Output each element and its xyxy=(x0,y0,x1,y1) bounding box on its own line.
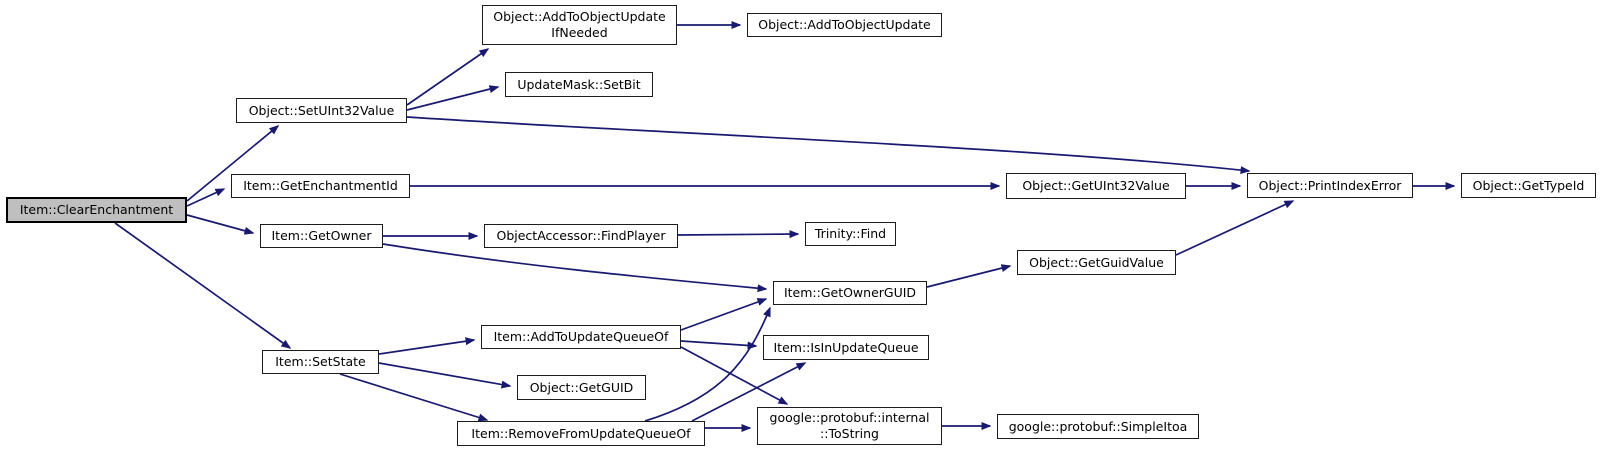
edge-set-uint32-value-to-print-index-error xyxy=(406,116,1251,175)
edge-remove-from-update-queue-of-to-is-in-update-queue xyxy=(691,362,807,422)
node-label: google::protobuf::internal xyxy=(769,410,930,425)
node-add-to-object-update[interactable]: Object::AddToObjectUpdate xyxy=(747,13,942,37)
node-is-in-update-queue[interactable]: Item::IsInUpdateQueue xyxy=(763,335,929,360)
node-get-guid[interactable]: Object::GetGUID xyxy=(517,375,646,400)
node-label: Object::SetUInt32Value xyxy=(248,102,395,118)
node-label: UpdateMask::SetBit xyxy=(517,76,641,92)
edge-set-state-to-get-guid xyxy=(378,362,512,389)
edge-set-uint32-value-to-update-mask-set-bit xyxy=(406,85,500,111)
node-label: ObjectAccessor::FindPlayer xyxy=(496,228,666,243)
node-label: Object::GetUInt32Value xyxy=(1022,178,1170,193)
node-get-type-id[interactable]: Object::GetTypeId xyxy=(1461,173,1596,198)
node-label: Item::ClearEnchantment xyxy=(19,202,174,217)
node-print-index-error[interactable]: Object::PrintIndexError xyxy=(1247,173,1413,198)
node-to-string[interactable]: google::protobuf::internal::ToString xyxy=(757,407,942,445)
node-label: Item::GetOwner xyxy=(271,228,372,243)
node-label: Item::SetState xyxy=(275,354,366,369)
edge-add-to-update-queue-of-to-get-owner-guid xyxy=(680,298,768,331)
node-label: ::ToString xyxy=(820,426,879,441)
node-set-uint32-value[interactable]: Object::SetUInt32Value xyxy=(236,98,407,123)
node-get-enchantment-id[interactable]: Item::GetEnchantmentId xyxy=(231,174,410,198)
node-add-to-update-queue-of[interactable]: Item::AddToUpdateQueueOf xyxy=(481,325,681,349)
node-label: Item::IsInUpdateQueue xyxy=(773,339,919,355)
node-label: Item::GetEnchantmentId xyxy=(243,178,398,193)
node-label: Object::AddToObjectUpdate xyxy=(758,17,931,32)
edge-find-player-to-trinity-find xyxy=(677,230,800,239)
node-label: IfNeeded xyxy=(551,25,608,40)
node-get-owner-guid[interactable]: Item::GetOwnerGUID xyxy=(773,281,927,305)
edge-clear-enchantment-to-get-owner xyxy=(186,214,255,235)
node-update-mask-set-bit[interactable]: UpdateMask::SetBit xyxy=(505,72,653,97)
edge-clear-enchantment-to-set-uint32-value xyxy=(186,125,280,202)
edge-set-uint32-value-to-add-to-object-update-if-needed xyxy=(406,48,490,106)
node-find-player[interactable]: ObjectAccessor::FindPlayer xyxy=(484,224,678,248)
node-get-owner[interactable]: Item::GetOwner xyxy=(260,224,383,248)
node-label: Object::GetTypeId xyxy=(1472,177,1585,193)
node-label: Trinity::Find xyxy=(814,226,887,241)
node-label: Item::GetOwnerGUID xyxy=(783,285,917,300)
node-label: Item::RemoveFromUpdateQueueOf xyxy=(471,425,691,441)
edge-add-to-update-queue-of-to-to-string xyxy=(680,346,789,405)
edge-add-to-update-queue-of-to-is-in-update-queue xyxy=(680,340,758,350)
node-remove-from-update-queue-of[interactable]: Item::RemoveFromUpdateQueueOf xyxy=(457,421,705,446)
node-label: Object::AddToObjectUpdate xyxy=(493,9,666,24)
node-simple-itoa[interactable]: google::protobuf::SimpleItoa xyxy=(997,414,1199,439)
node-get-guid-value[interactable]: Object::GetGuidValue xyxy=(1017,250,1176,275)
node-clear-enchantment: Item::ClearEnchantment xyxy=(6,197,187,223)
edge-clear-enchantment-to-set-state xyxy=(114,222,292,349)
node-label: Object::PrintIndexError xyxy=(1258,177,1402,193)
node-label: Object::GetGUID xyxy=(529,379,634,395)
edge-remove-from-update-queue-of-to-get-owner-guid xyxy=(644,306,771,422)
edge-set-state-to-add-to-update-queue-of xyxy=(378,337,476,355)
edge-clear-enchantment-to-get-enchantment-id xyxy=(186,188,226,207)
node-label: google::protobuf::SimpleItoa xyxy=(1008,418,1188,434)
edge-get-guid-value-to-print-index-error xyxy=(1175,200,1295,256)
node-label: Object::GetGuidValue xyxy=(1029,254,1164,270)
node-label: Item::AddToUpdateQueueOf xyxy=(493,329,669,344)
node-trinity-find[interactable]: Trinity::Find xyxy=(805,222,896,246)
edge-set-state-to-remove-from-update-queue-of xyxy=(339,373,489,422)
node-get-uint32-value[interactable]: Object::GetUInt32Value xyxy=(1006,173,1186,199)
node-set-state[interactable]: Item::SetState xyxy=(262,350,379,374)
edge-get-owner-guid-to-get-guid-value xyxy=(926,264,1012,288)
edge-get-owner-to-get-owner-guid xyxy=(382,243,768,293)
